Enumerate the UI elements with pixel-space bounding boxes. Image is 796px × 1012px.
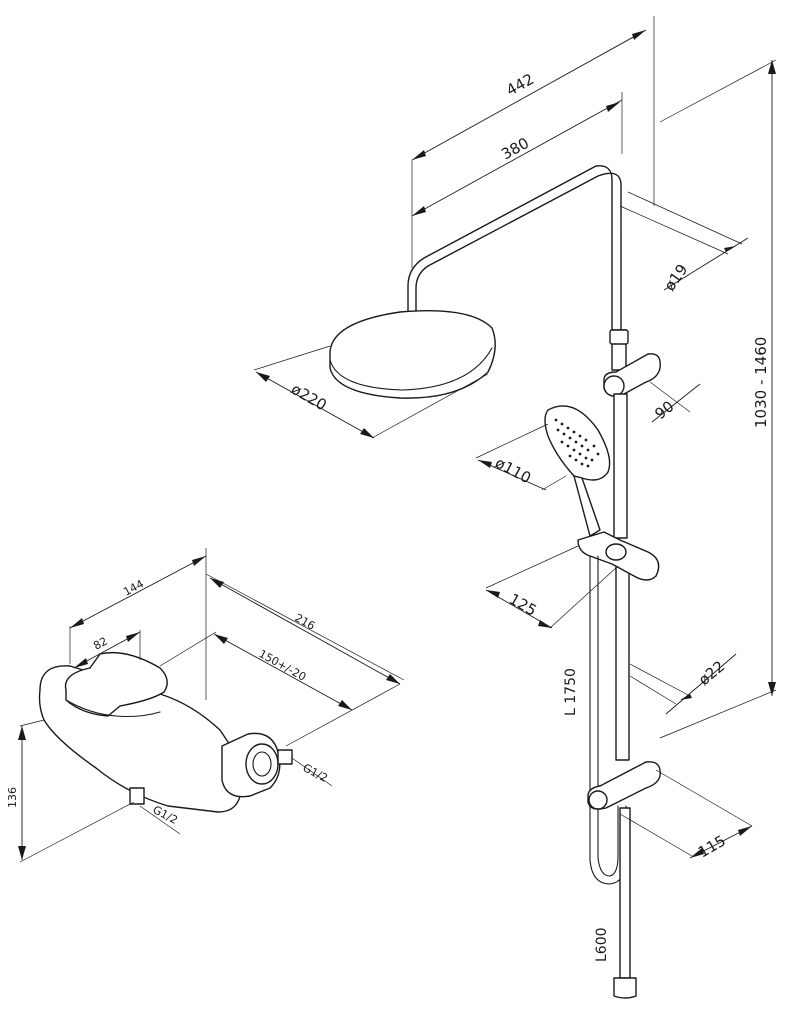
dim-hose-1750: L 1750 (563, 668, 579, 716)
sliding-bar-lower (615, 559, 630, 761)
dim-442: 442 (503, 70, 537, 100)
spray-nozzles (554, 418, 600, 468)
dim-bottom-115: 115 (695, 832, 729, 862)
dim-height-range: 1030 - 1460 (752, 337, 770, 428)
holder-clamp (605, 543, 627, 561)
shower-head (329, 310, 496, 399)
dim-mixer-144: 144 (121, 577, 146, 598)
dim-mixer-150: 150+/-20 (257, 647, 309, 684)
mixer-valve (38, 651, 293, 813)
mixer-wall-flange-inner (252, 751, 272, 777)
bracket-upper-clamp (603, 375, 625, 397)
thread-label-right: G1/2 (301, 761, 330, 785)
shower-hose-inner (597, 555, 619, 877)
dim-holder-125: 125 (506, 590, 540, 620)
hand-shower-head (544, 405, 611, 481)
dim-mixer-216: 216 (293, 611, 318, 633)
thread-right (277, 749, 293, 765)
mixer-wall-flange (245, 743, 279, 785)
mixer-lever (64, 651, 168, 717)
dim-head-dia: ø220 (288, 380, 330, 414)
outlet-nut (613, 977, 637, 999)
riser-pipe (407, 165, 622, 333)
dim-mixer-136: 136 (6, 787, 19, 808)
hand-shower-handle (573, 475, 601, 537)
sliding-bar (613, 393, 628, 539)
bar-joint (609, 329, 629, 345)
dim-mixer-82: 82 (91, 635, 109, 653)
outlet-pipe (619, 807, 631, 979)
mixer-lever-edge (65, 699, 161, 718)
dimension-lines-shower: 442 380 ø19 1030 - 1460 ø220 90 (253, 16, 777, 962)
dim-bar-dia: ø22 (695, 657, 728, 689)
dim-hose-600: L600 (594, 927, 610, 962)
shower-head-rim (329, 347, 493, 391)
bracket-lower-clamp (588, 790, 608, 810)
shower-column (329, 165, 661, 999)
dim-hand-dia: ø110 (492, 454, 534, 488)
thread-bottom (129, 787, 145, 805)
